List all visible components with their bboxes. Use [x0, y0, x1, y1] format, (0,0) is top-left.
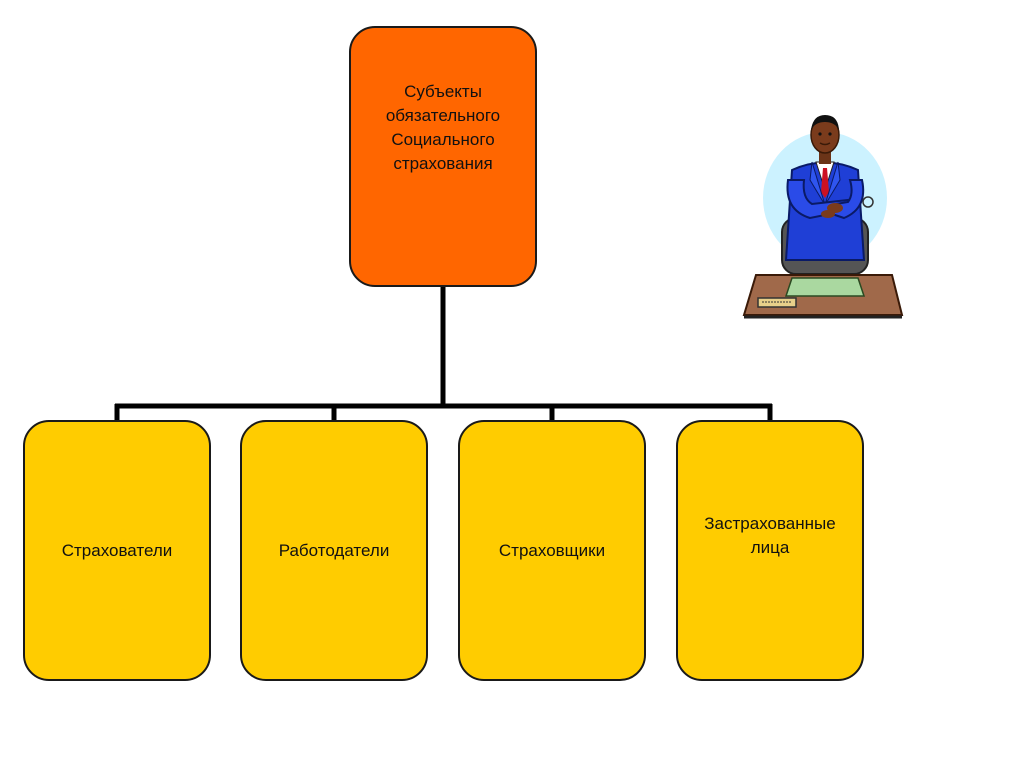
- root-node-label: Субъекты обязательного Социального страх…: [385, 81, 501, 173]
- child-node-label-4: Застрахованные лица: [704, 513, 836, 557]
- child-node-box-3: Страховщики: [458, 420, 646, 681]
- businessman-at-desk-icon: [742, 115, 904, 319]
- child-node-box-1: Страхователи: [23, 420, 211, 681]
- root-node-box: Субъекты обязательного Социального страх…: [349, 26, 537, 287]
- child-node-box-2: Работодатели: [240, 420, 428, 681]
- child-node-label-3: Страховщики: [498, 540, 606, 560]
- child-node-label-1: Страхователи: [61, 540, 173, 560]
- child-node-box-4: Застрахованные лица: [676, 420, 864, 681]
- child-node-label-2: Работодатели: [278, 540, 390, 560]
